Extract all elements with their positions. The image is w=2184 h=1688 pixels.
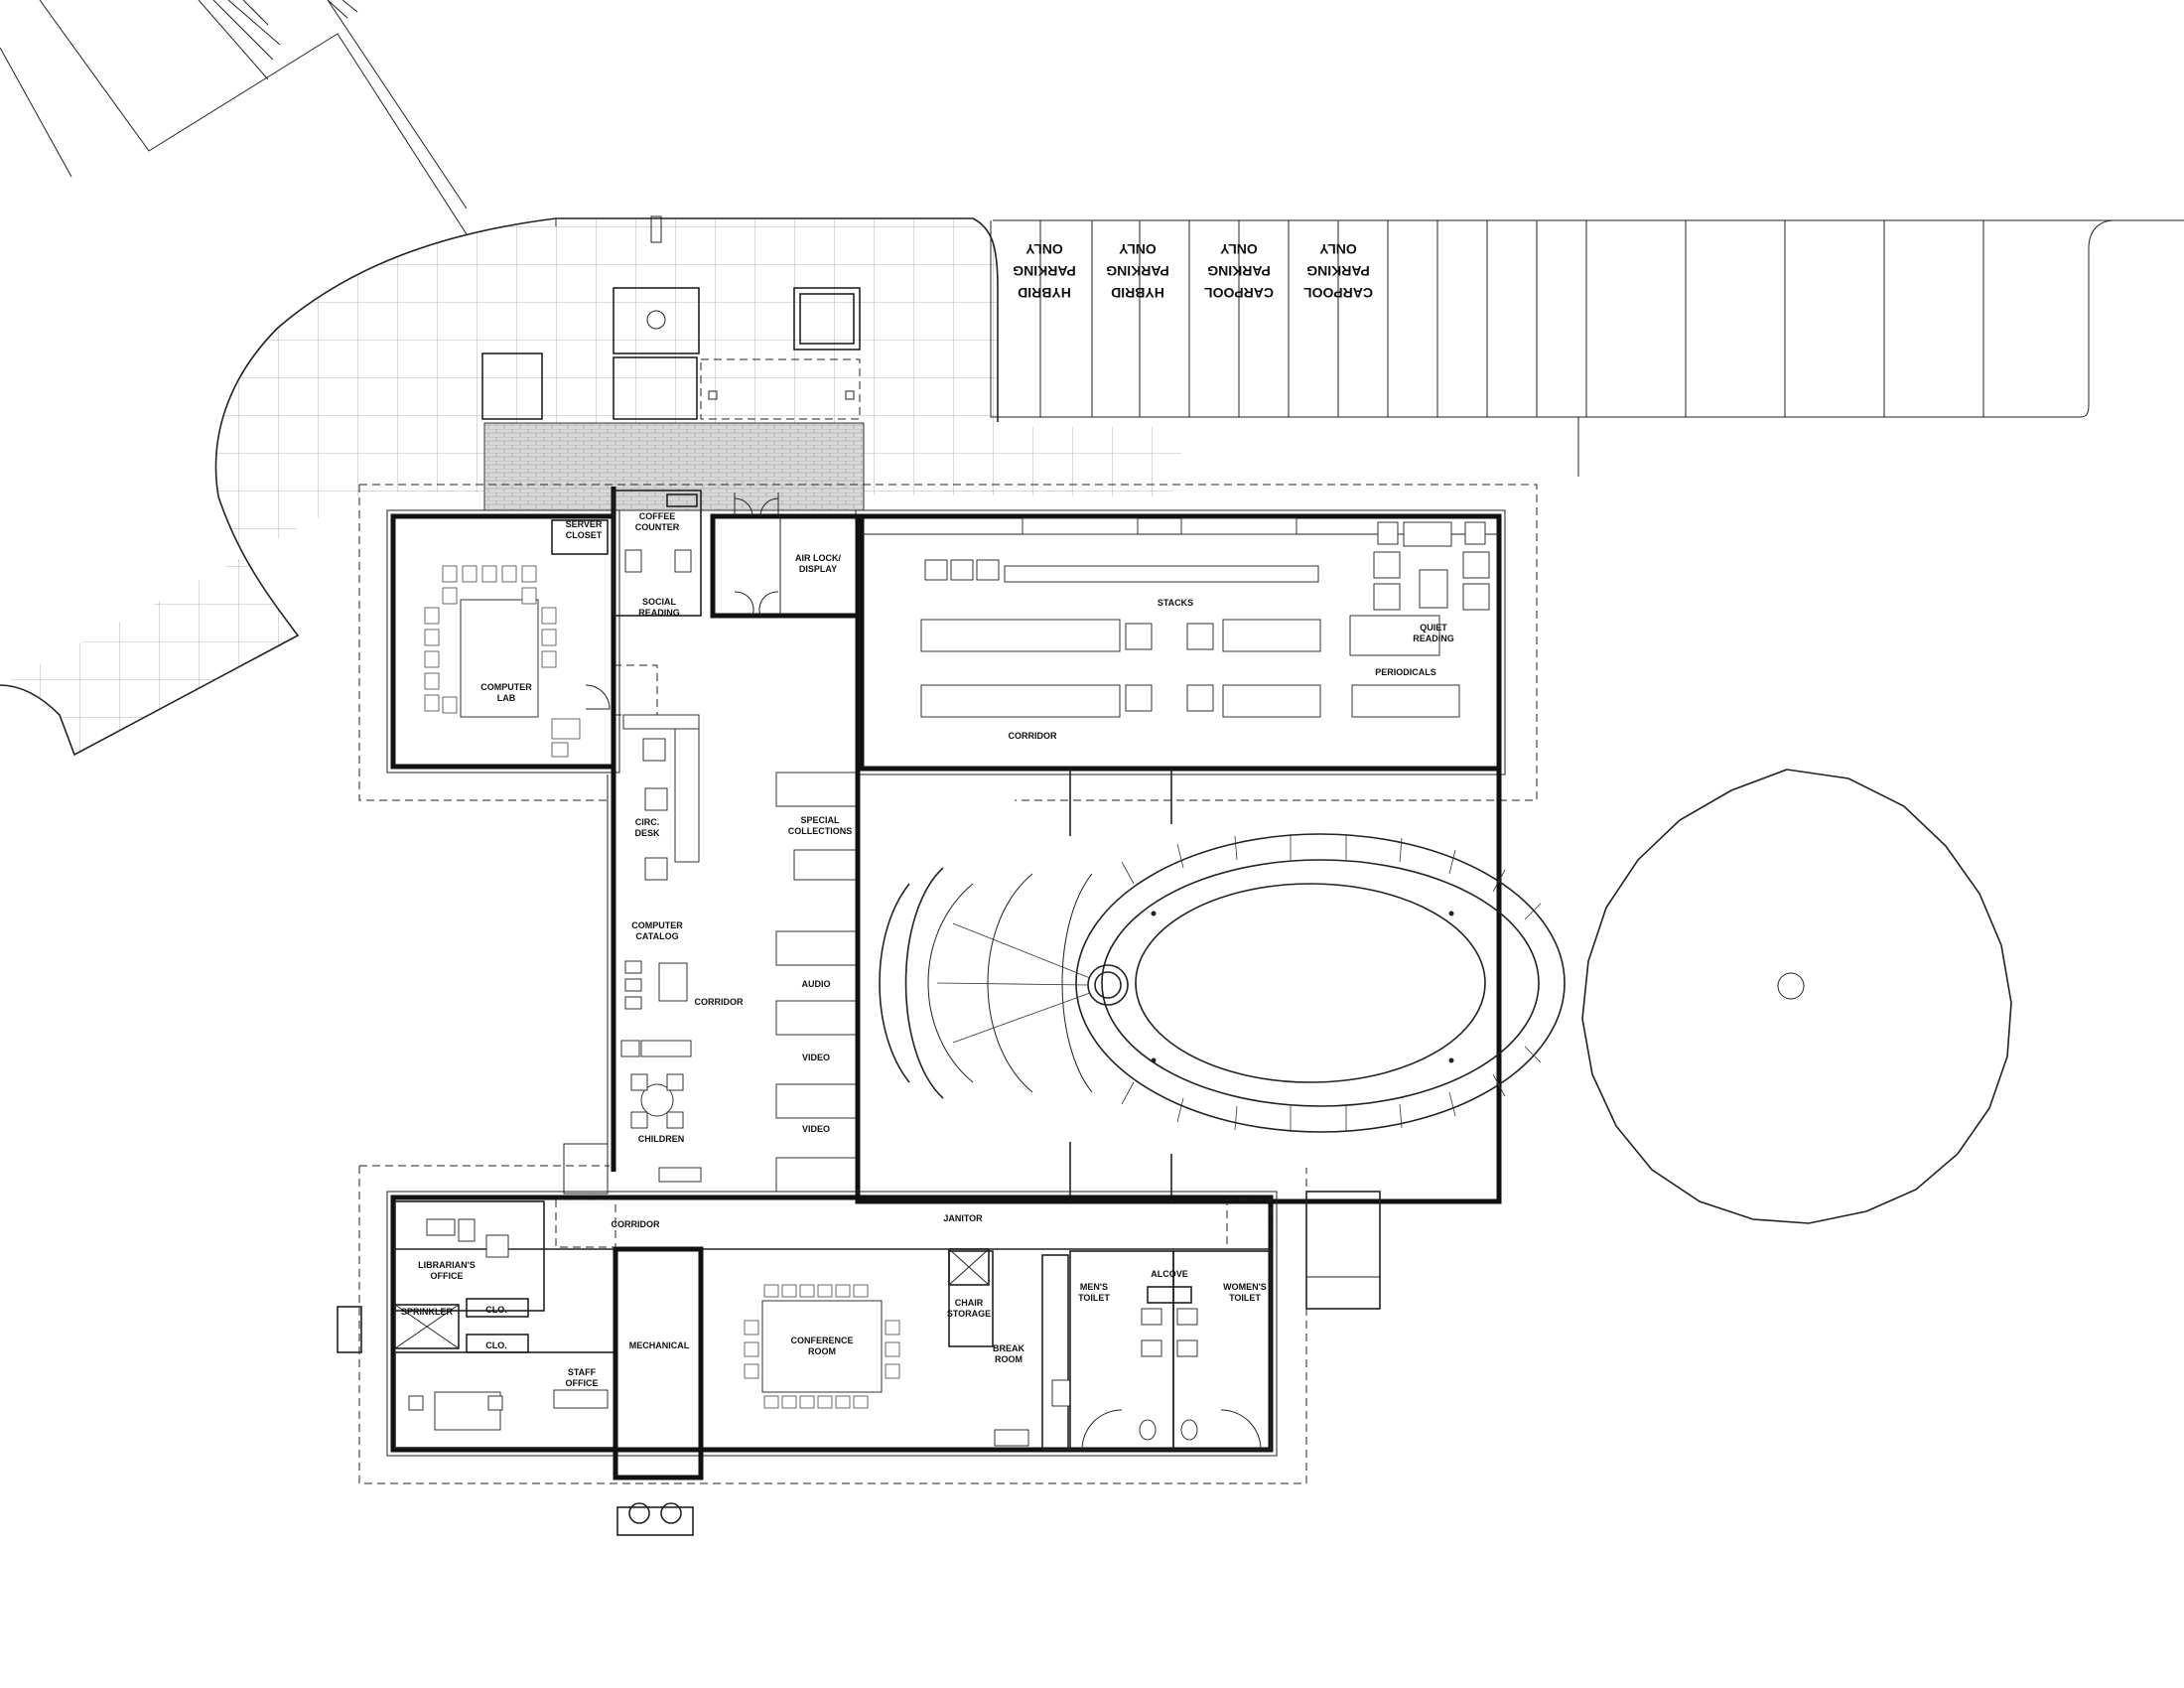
label-periodicals: PERIODICALS [1375, 667, 1436, 677]
label-clo-1: CLO. [485, 1305, 507, 1315]
brick-entry-strip [483, 422, 865, 511]
label-mechanical: MECHANICAL [629, 1340, 690, 1350]
parking-lot [990, 219, 2184, 477]
quiet-reading-furniture [1373, 521, 1490, 611]
parking-label-line3: ONLY [1220, 241, 1258, 257]
label-sprinkler: SPRINKLER [401, 1307, 454, 1317]
south-wing [337, 1143, 1381, 1536]
parking-label-line1: CARPOOL [1204, 285, 1274, 301]
site-parking-edge [0, 0, 468, 235]
parking-labels: HYBRID PARKING ONLY HYBRID PARKING ONLY … [1013, 241, 1373, 301]
label-video-2: VIDEO [802, 1124, 830, 1134]
parking-label-line2: PARKING [1306, 263, 1370, 279]
parking-label-1: HYBRID PARKING ONLY [1013, 241, 1076, 301]
planters [481, 215, 861, 420]
tree-canopy [1581, 769, 2012, 1224]
label-janitor: JANITOR [943, 1213, 983, 1223]
parking-label-line1: HYBRID [1018, 285, 1071, 301]
label-air-lock: AIR LOCK/DISPLAY [795, 553, 841, 574]
label-children: CHILDREN [638, 1134, 685, 1144]
auditorium [855, 766, 1566, 1204]
parking-label-line3: ONLY [1025, 241, 1063, 257]
computer-lab-wing [386, 509, 658, 774]
parking-label-3: CARPOOL PARKING ONLY [1204, 241, 1274, 301]
parking-label-line2: PARKING [1207, 263, 1271, 279]
label-circ-desk: CIRC.DESK [634, 817, 660, 838]
parking-label-4: CARPOOL PARKING ONLY [1303, 241, 1373, 301]
north-wing [710, 492, 1506, 775]
label-clo-2: CLO. [485, 1340, 507, 1350]
stacks-shelving [920, 517, 1460, 718]
parking-label-line3: ONLY [1119, 241, 1157, 257]
parking-label-line1: CARPOOL [1303, 285, 1373, 301]
parking-label-line3: ONLY [1319, 241, 1357, 257]
label-corridor-mid: CORRIDOR [695, 997, 744, 1007]
roof-outline [358, 484, 1538, 1484]
label-alcove: ALCOVE [1151, 1269, 1188, 1279]
parking-label-line2: PARKING [1013, 263, 1076, 279]
label-stacks: STACKS [1158, 598, 1193, 608]
label-corridor-bottom: CORRIDOR [612, 1219, 660, 1229]
label-video-1: VIDEO [802, 1053, 830, 1062]
parking-label-2: HYBRID PARKING ONLY [1106, 241, 1169, 301]
parking-label-line2: PARKING [1106, 263, 1169, 279]
label-corridor-top: CORRIDOR [1009, 731, 1057, 741]
central-block [607, 487, 861, 1201]
label-audio: AUDIO [802, 979, 831, 989]
parking-label-line1: HYBRID [1111, 285, 1164, 301]
